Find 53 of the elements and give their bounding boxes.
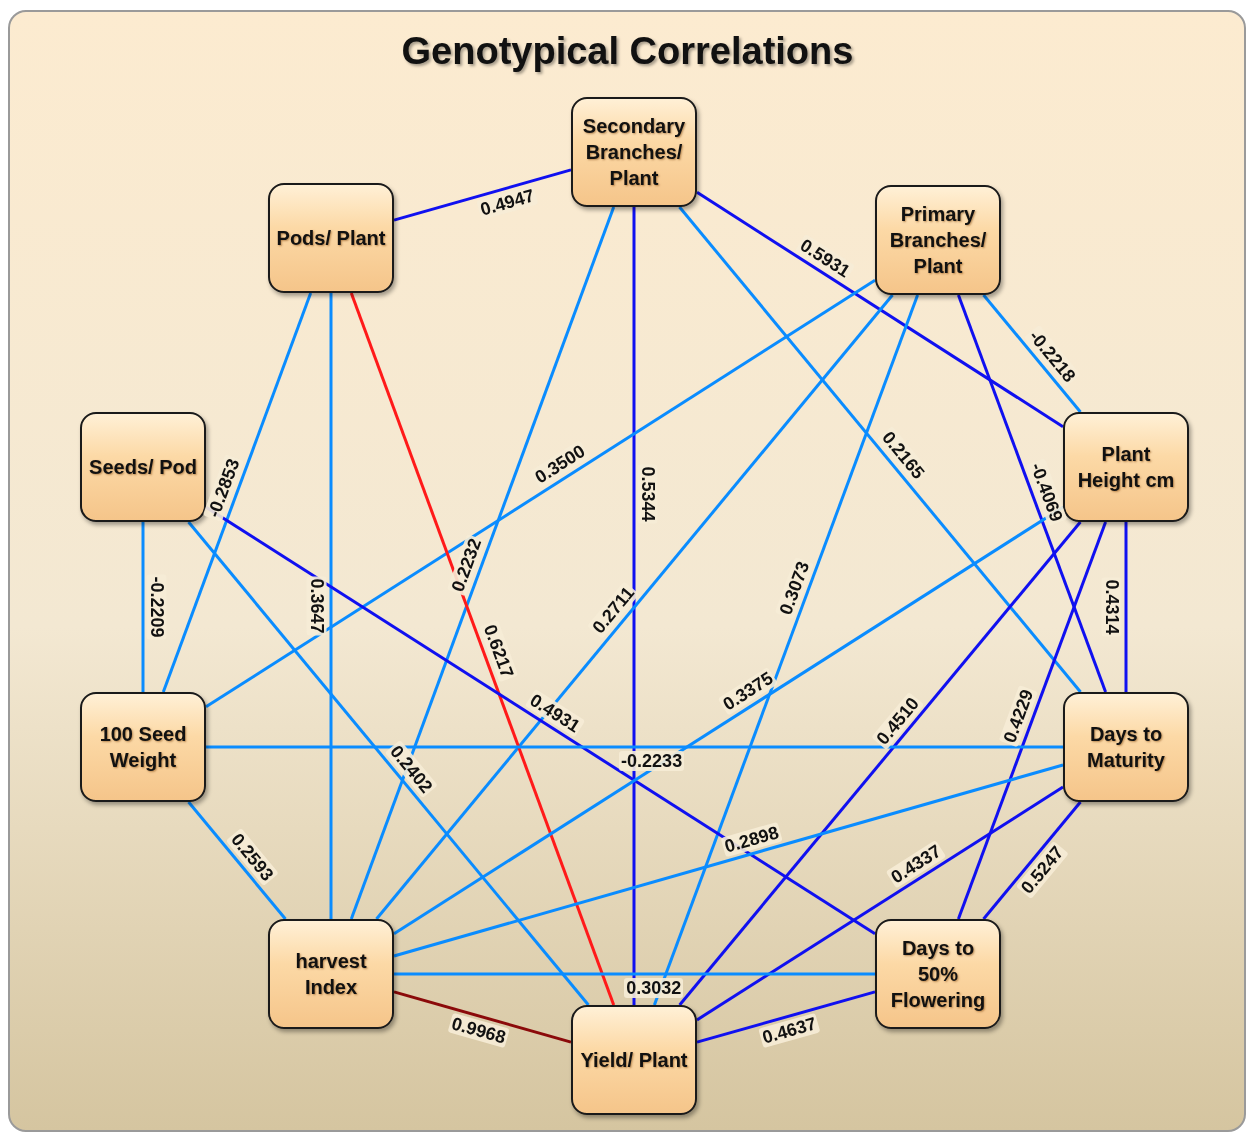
trait-box — [875, 185, 1001, 295]
trait-box — [875, 919, 1001, 1029]
correlation-line — [349, 292, 616, 1006]
trait-box — [268, 183, 394, 293]
correlation-line — [982, 801, 1082, 920]
trait-name: harvest Index — [294, 949, 368, 1000]
correlation-line — [394, 972, 875, 976]
correlation-line — [696, 785, 1064, 1022]
trait-name: Pods/ Plant — [275, 226, 387, 251]
correlation-line — [653, 294, 919, 1006]
correlation-line — [329, 293, 333, 919]
trait-name: Primary Branches/ Plant — [888, 202, 988, 279]
trait-name: Days to Maturity — [1086, 722, 1166, 773]
correlation-line — [678, 206, 1082, 693]
trait-box — [571, 97, 697, 207]
trait-name: 100 Seed Weight — [98, 722, 188, 773]
correlation-value: 0.4314 — [1102, 577, 1122, 637]
trait-box — [571, 1005, 697, 1115]
trait-box — [268, 919, 394, 1029]
trait-name: Secondary Branches/ Plant — [581, 114, 687, 191]
correlation-value: 0.5344 — [638, 464, 658, 524]
trait-name: Plant Height cm — [1076, 442, 1176, 493]
correlation-value: -0.2233 — [619, 751, 685, 771]
correlation-line — [349, 206, 616, 920]
trait-box — [80, 412, 206, 522]
correlation-line — [393, 763, 1064, 958]
correlation-value: 0.3032 — [624, 978, 684, 998]
trait-box — [1063, 692, 1189, 802]
trait-name: Seeds/ Pod — [88, 455, 198, 480]
trait-name: Yield/ Plant — [579, 1048, 689, 1073]
correlation-line — [187, 521, 590, 1006]
correlation-line — [393, 990, 572, 1044]
correlation-line — [205, 278, 876, 709]
correlation-line — [141, 522, 145, 692]
correlation-line — [206, 745, 1063, 749]
correlation-line — [982, 294, 1082, 413]
correlation-line — [678, 521, 1082, 1006]
correlation-line — [696, 191, 1064, 428]
correlation-line — [393, 168, 572, 222]
trait-box — [1063, 412, 1189, 522]
correlation-value: 0.3647 — [307, 576, 327, 636]
correlation-line — [957, 521, 1107, 920]
correlation-line — [632, 207, 636, 1005]
trait-name: Days to 50% Flowering — [889, 936, 987, 1013]
correlation-line — [187, 801, 287, 920]
correlation-line — [696, 990, 876, 1044]
correlation-value: -0.2209 — [147, 574, 167, 640]
correlation-line — [1124, 522, 1128, 692]
correlation-line — [375, 294, 894, 920]
correlation-line — [161, 292, 313, 693]
correlation-line — [957, 294, 1107, 693]
trait-box — [80, 692, 206, 802]
diagram-title: Genotypical Correlations — [401, 30, 854, 73]
